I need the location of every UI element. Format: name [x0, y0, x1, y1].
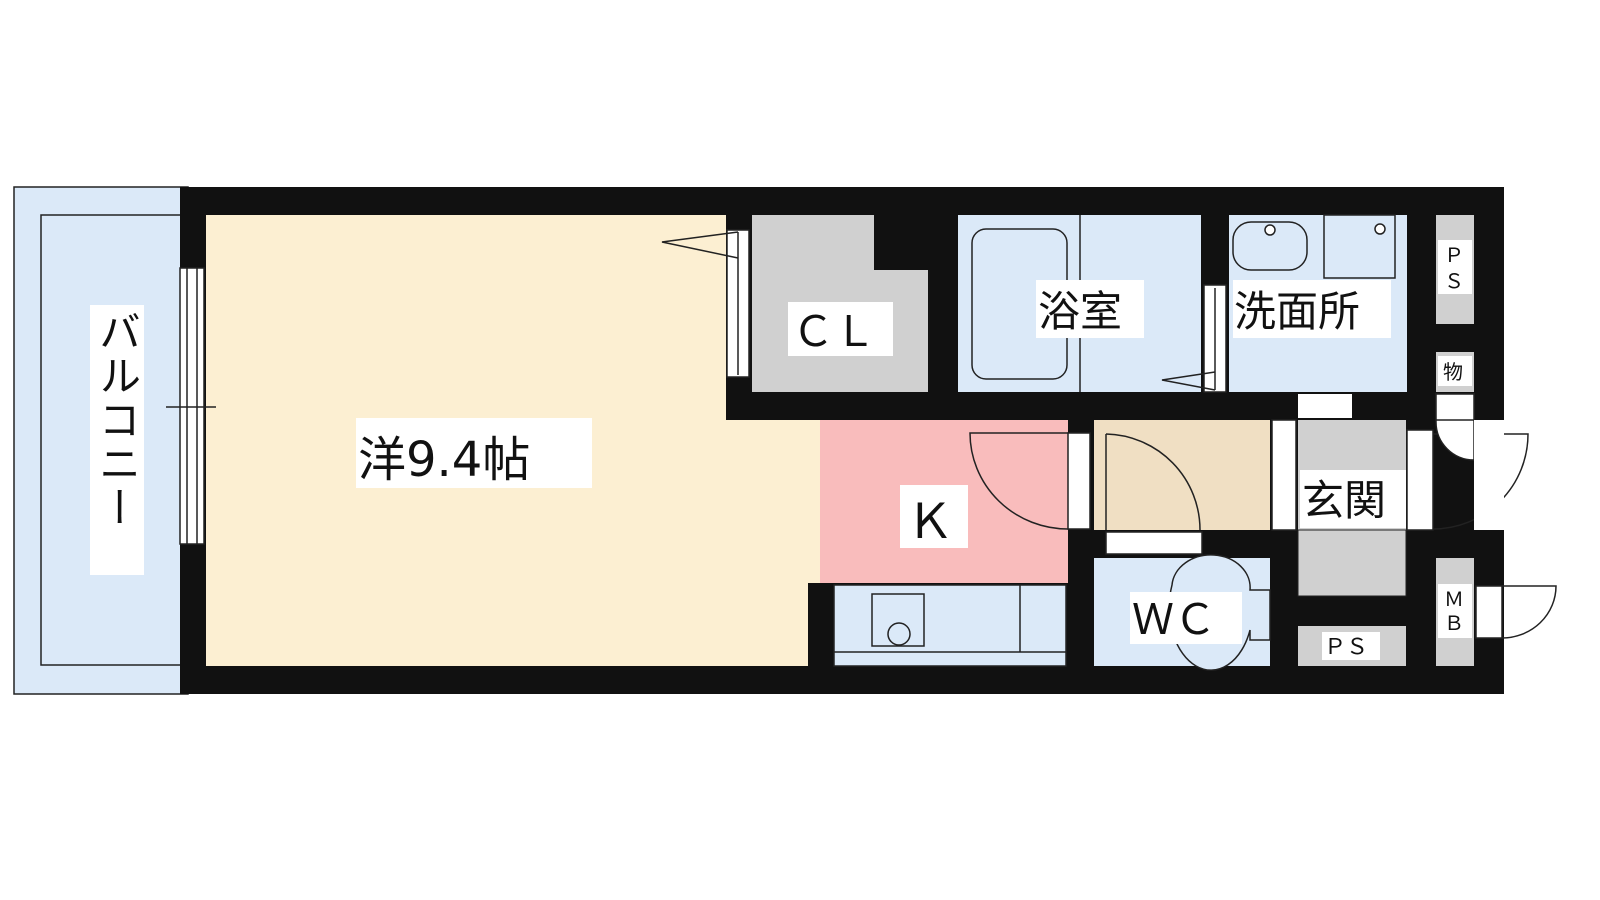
- washroom-label: 洗面所: [1234, 287, 1360, 336]
- bathroom-label-bg: [1036, 280, 1144, 338]
- ps-top-label-bg: [1438, 240, 1472, 294]
- entrance-step: [1297, 529, 1407, 597]
- mb-label-bg: [1438, 584, 1472, 638]
- mb-label: ＭＢ: [1444, 587, 1464, 635]
- sink-icon: [871, 593, 925, 647]
- ps-top-label-line1: Ｐ: [1444, 243, 1464, 267]
- ps-bottom-label: ＰＳ: [1324, 635, 1368, 660]
- western-room-label-bg: [356, 418, 592, 488]
- hall-door-frame-left: [1067, 432, 1091, 530]
- entrance-label-bg: [1300, 470, 1406, 528]
- bathroom-label: 浴室: [1038, 287, 1122, 336]
- closet-label-bg: [788, 302, 893, 356]
- balcony-label: バルコニー: [93, 310, 142, 530]
- washroom-door-swing: [1161, 371, 1216, 391]
- western-room-floor-ext2: [726, 583, 808, 666]
- entrance-top-opening: [1298, 394, 1352, 418]
- toilet-label: ＷＣ: [1132, 595, 1216, 644]
- mb-door-swing: [1501, 585, 1557, 639]
- storage-label: 物: [1443, 360, 1463, 384]
- ps-bottom-label-bg: [1322, 632, 1380, 660]
- entrance-label: 玄関: [1302, 476, 1386, 525]
- toilet-door-swing: [1105, 433, 1201, 531]
- toilet-door-frame: [1105, 531, 1203, 555]
- mb-label-line1: Ｍ: [1444, 587, 1464, 611]
- ps-top-label: ＰＳ: [1444, 243, 1464, 293]
- front-door-frame: [1406, 429, 1434, 531]
- stove-icon: [887, 622, 911, 646]
- storage-door-frame: [1435, 393, 1475, 421]
- wall-gap-right: [1474, 420, 1504, 530]
- ps-top-label-line2: Ｓ: [1444, 269, 1464, 293]
- mb-door-frame: [1475, 585, 1503, 639]
- washing-machine-drain: [1374, 223, 1386, 235]
- closet-door-swing: [661, 231, 739, 259]
- western-room-label: 洋9.4帖: [358, 432, 530, 488]
- balcony-window: [179, 267, 205, 545]
- kitchen-door-swing: [969, 432, 1069, 530]
- toilet-label-bg: [1130, 592, 1242, 644]
- kitchen-label: Ｋ: [906, 494, 954, 550]
- washroom-label-bg: [1233, 280, 1391, 338]
- hall-door-frame-right: [1271, 419, 1297, 531]
- closet-notch: [874, 215, 930, 270]
- washbasin-drain: [1264, 224, 1276, 236]
- closet-label: ＣＬ: [792, 307, 876, 356]
- storage-label-bg: [1438, 356, 1472, 386]
- kitchen-counter: [833, 584, 1067, 667]
- mb-label-line2: Ｂ: [1444, 611, 1464, 635]
- western-room-floor-ext: [726, 420, 820, 583]
- kitchen-label-bg: [900, 485, 968, 548]
- washing-machine-space: [1323, 214, 1396, 279]
- washbasin: [1232, 221, 1308, 271]
- balcony-label-bg: [90, 305, 144, 575]
